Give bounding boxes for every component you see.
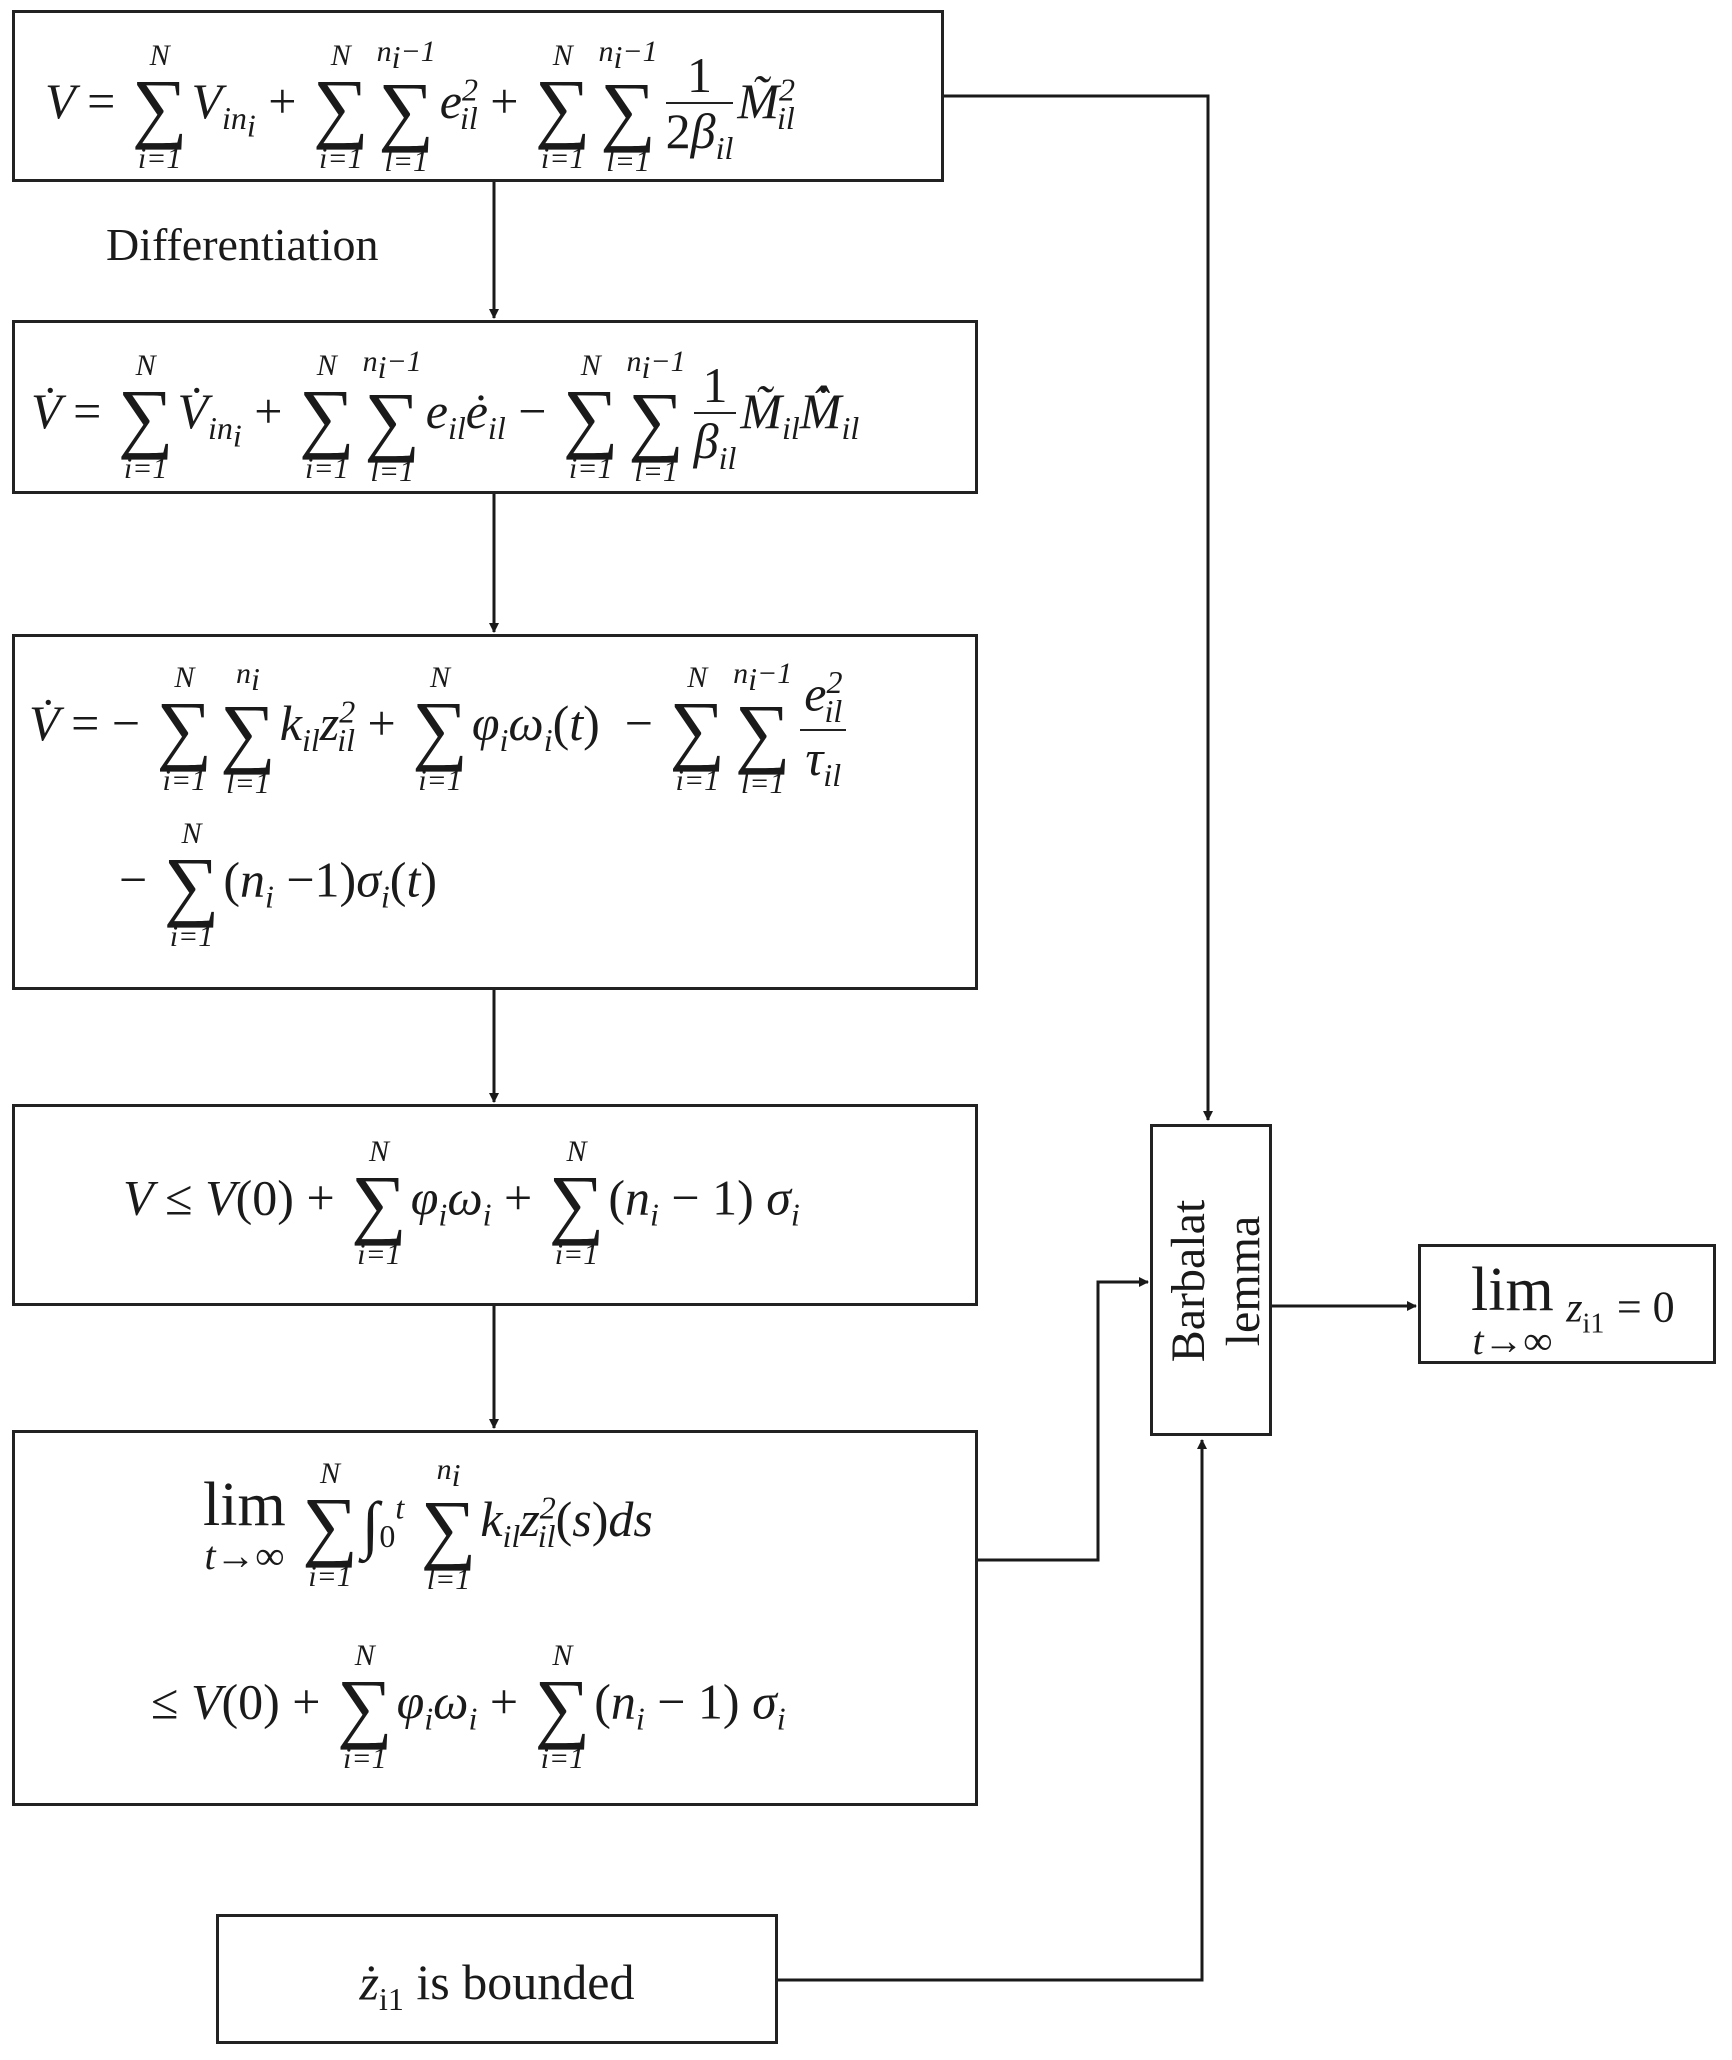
box-zdot-bounded: żi1 is bounded (216, 1914, 778, 2044)
barbalat-label-line2: lemma (1217, 1215, 1271, 1347)
arrow-v-to-barbalat (942, 94, 1213, 1121)
barbalat-label-line1: Barbalat (1162, 1199, 1215, 1363)
zdot-bounded-statement: żi1 is bounded (359, 1954, 635, 2017)
bounded-text: is bounded (416, 1954, 635, 2010)
box-barbalat-lemma: Barbalat lemma (1150, 1124, 1272, 1436)
equation-vdot-bound-line2: − N∑i=1(ni −1)σi(t) (119, 817, 437, 954)
barbalat-label: Barbalat lemma (1161, 1129, 1270, 1433)
conclusion-rhs: = 0 (1616, 1282, 1675, 1332)
edge-label-differentiation: Differentiation (106, 219, 379, 270)
arrow-bounded-to-barbalat (778, 1439, 1207, 1982)
arrow-limit-to-barbalat (977, 1277, 1149, 1562)
